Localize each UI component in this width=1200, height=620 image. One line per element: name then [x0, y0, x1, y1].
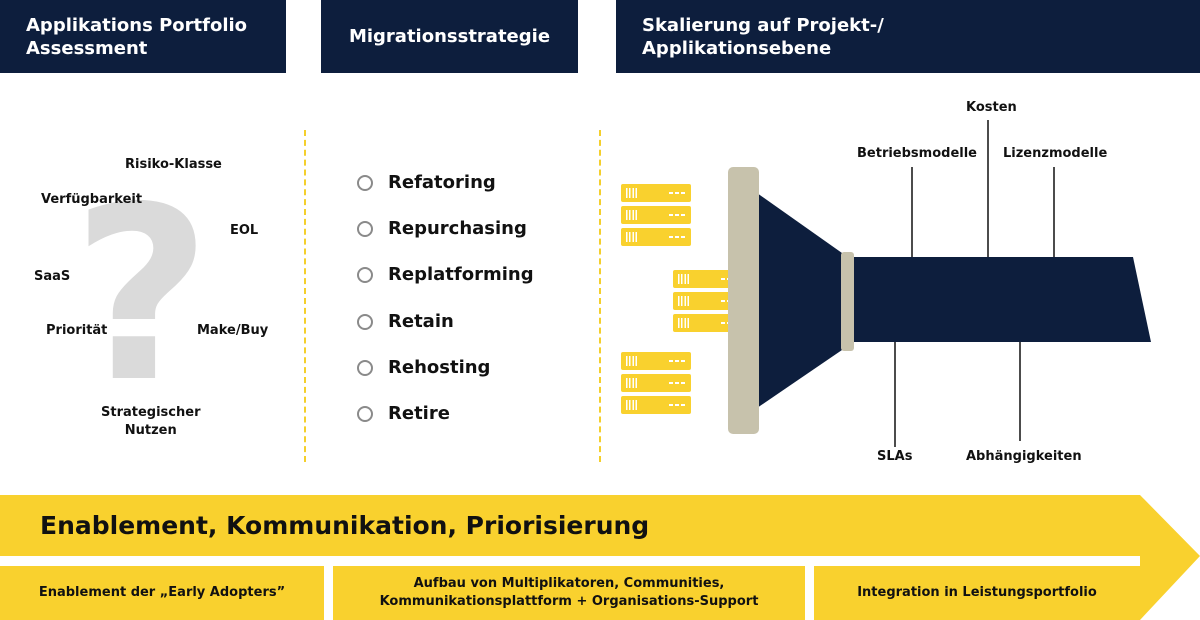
arrow-shape — [0, 495, 1200, 620]
term-make-buy: Make/Buy — [197, 323, 269, 338]
arrow-gap — [0, 556, 1140, 566]
term-strategisch-line1: Strategischer — [101, 405, 201, 420]
footer-box2-line2: Kommunikationsplattform + Organisations-… — [379, 594, 759, 609]
server-icon — [621, 374, 691, 392]
server-icon — [621, 352, 691, 370]
footer-box-leistungsportfolio: Integration in Leistungsportfolio — [814, 566, 1140, 620]
term-eol: EOL — [230, 223, 259, 238]
strategy-item-replatforming: Replatforming — [357, 264, 534, 285]
strategy-item-refatoring: Refatoring — [357, 172, 496, 193]
circle-icon — [357, 174, 373, 191]
footer-box-multiplikatoren: Aufbau von Multiplikatoren, Communities,… — [333, 566, 805, 620]
strategy-label: Retire — [388, 403, 450, 424]
term-strategischer-nutzen: Strategischer Nutzen — [101, 404, 200, 440]
question-mark-icon: ? — [72, 155, 212, 435]
footer-title: Enablement, Kommunikation, Priorisierung — [40, 511, 650, 540]
funnel-pipe — [852, 257, 1151, 342]
strategy-item-retain: Retain — [357, 311, 454, 332]
param-slas: SLAs — [877, 449, 913, 464]
circle-icon — [357, 359, 373, 376]
param-kosten: Kosten — [966, 100, 1017, 115]
term-saas: SaaS — [34, 269, 71, 284]
param-lizenzmodelle: Lizenzmodelle — [1003, 146, 1108, 161]
header-portfolio-line2: Assessment — [26, 38, 148, 59]
term-verfuegbarkeit: Verfügbarkeit — [41, 192, 143, 207]
server-icon — [621, 396, 691, 414]
strategy-label: Refatoring — [388, 172, 496, 193]
strategy-item-repurchasing: Repurchasing — [357, 218, 527, 239]
param-abhaengigkeiten: Abhängigkeiten — [966, 449, 1082, 464]
server-icon — [621, 206, 691, 224]
param-betriebsmodelle: Betriebsmodelle — [857, 146, 977, 161]
term-prioritaet: Priorität — [46, 323, 108, 338]
header-skalierung: Skalierung auf Projekt-/ Applikationsebe… — [616, 0, 1200, 73]
server-icon — [621, 184, 691, 202]
footer-box2-text: Aufbau von Multiplikatoren, Communities,… — [380, 575, 759, 611]
strategy-label: Replatforming — [388, 264, 534, 285]
footer-box-early-adopters: Enablement der „Early Adopters” — [0, 566, 324, 620]
header-migration-label: Migrationsstrategie — [348, 26, 551, 47]
circle-icon — [357, 220, 373, 237]
funnel-entry-plate — [728, 167, 759, 434]
header-portfolio-line1: Applikations Portfolio — [26, 15, 248, 36]
header-scaling-line2: Applikationsebene — [642, 38, 832, 59]
column-divider-2 — [599, 130, 601, 462]
footer-box3-label: Integration in Leistungsportfolio — [857, 585, 1097, 600]
funnel-ring — [841, 252, 854, 351]
term-risiko-klasse: Risiko-Klasse — [125, 157, 222, 172]
footer-box2-line1: Aufbau von Multiplikatoren, Communities, — [413, 576, 725, 591]
connector-lines — [894, 120, 1055, 447]
header-migrationsstrategie: Migrationsstrategie — [321, 0, 578, 73]
strategy-label: Retain — [388, 311, 454, 332]
server-icon — [621, 228, 691, 246]
term-strategisch-line2: Nutzen — [124, 423, 177, 438]
header-portfolio-assessment: Applikations Portfolio Assessment — [0, 0, 286, 73]
strategy-item-rehosting: Rehosting — [357, 357, 490, 378]
header-scaling-line1: Skalierung auf Projekt-/ — [642, 15, 884, 36]
circle-icon — [357, 266, 373, 283]
circle-icon — [357, 313, 373, 330]
column-divider-1 — [304, 130, 306, 462]
strategy-label: Rehosting — [388, 357, 491, 378]
strategy-label: Repurchasing — [388, 218, 527, 239]
funnel-cone — [757, 193, 842, 408]
strategy-item-retire: Retire — [357, 403, 450, 424]
circle-icon — [357, 405, 373, 422]
footer-box1-label: Enablement der „Early Adopters” — [38, 585, 286, 600]
